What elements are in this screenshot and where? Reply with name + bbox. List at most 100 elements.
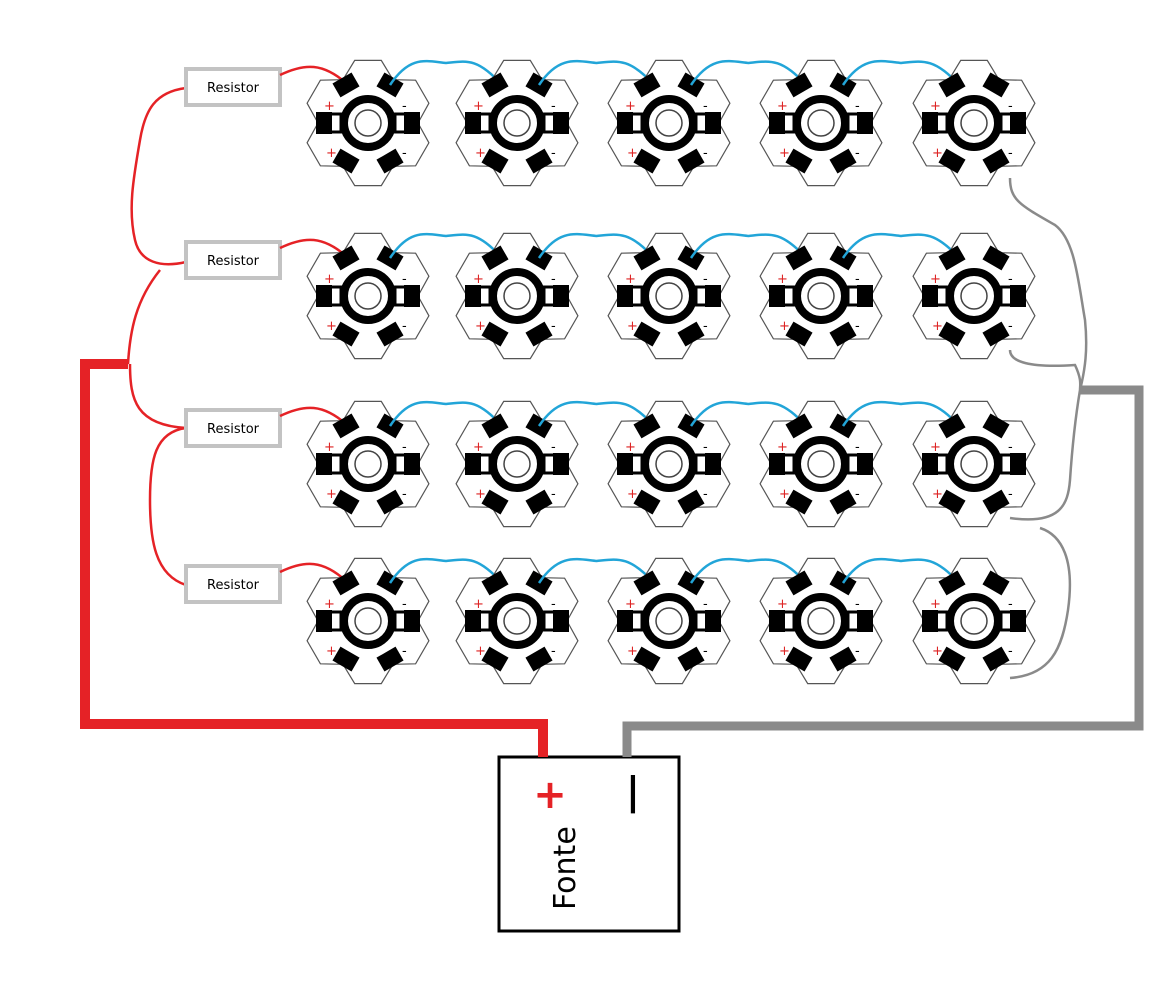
svg-text:+: +	[473, 99, 484, 114]
led-series-link	[388, 59, 503, 86]
resistor-label: Resistor	[207, 81, 260, 96]
resistor-lead-wire	[279, 65, 347, 84]
led-star-board: ++--	[306, 232, 430, 360]
led-star-board: ++--	[759, 59, 883, 187]
resistor-lead-wire	[279, 406, 347, 425]
led-star-board: ++--	[912, 557, 1036, 685]
svg-text:+: +	[777, 272, 788, 287]
positive-feeder-wire	[126, 86, 187, 587]
negative-return-wire	[1008, 177, 1088, 680]
led-star-board: + + - -	[607, 232, 731, 360]
svg-text:-: -	[703, 487, 708, 502]
svg-text:+: +	[625, 99, 636, 114]
svg-text:-: -	[703, 272, 708, 287]
supply-label: Fonte	[548, 826, 583, 910]
svg-text:+: +	[324, 597, 335, 612]
svg-text:-: -	[1008, 272, 1013, 287]
resistor-label: Resistor	[207, 422, 260, 437]
led-series-link	[689, 59, 807, 86]
svg-text:-: -	[1008, 99, 1013, 114]
led-star-board: + + - -	[306, 59, 430, 187]
svg-text:-: -	[855, 440, 860, 455]
svg-text:-: -	[855, 597, 860, 612]
svg-text:+: +	[326, 146, 337, 161]
resistor: Resistor	[184, 65, 347, 107]
led-star-board: ++--	[607, 400, 731, 528]
svg-text:-: -	[1008, 440, 1013, 455]
led-series-link	[388, 232, 503, 259]
led-star-board: ++--	[455, 557, 579, 685]
resistor: Resistor	[184, 562, 347, 604]
power-supply: Fonte + |	[497, 755, 681, 933]
led-series-link	[689, 400, 807, 427]
negative-main-wire	[622, 385, 1144, 757]
svg-text:+: +	[324, 99, 335, 114]
svg-text:+: +	[779, 487, 790, 502]
svg-text:-: -	[1008, 146, 1013, 161]
svg-text:+: +	[475, 644, 486, 659]
led-series-link	[537, 400, 655, 427]
svg-text:-: -	[551, 440, 556, 455]
svg-text:+: +	[627, 146, 638, 161]
svg-text:+: +	[625, 440, 636, 455]
supply-negative-symbol: |	[626, 769, 640, 814]
positive-main-wire	[80, 359, 548, 757]
supply-positive-symbol: +	[533, 772, 567, 818]
svg-text:-: -	[703, 319, 708, 334]
svg-text:-: -	[551, 272, 556, 287]
svg-text:+: +	[627, 319, 638, 334]
svg-text:-: -	[855, 644, 860, 659]
led-series-link	[841, 59, 960, 86]
svg-text:-: -	[703, 644, 708, 659]
svg-text:+: +	[473, 597, 484, 612]
resistor: Resistor	[184, 238, 347, 280]
svg-text:-: -	[855, 319, 860, 334]
svg-text:-: -	[402, 99, 407, 114]
led-star-board: ++--	[306, 400, 430, 528]
svg-text:-: -	[703, 597, 708, 612]
svg-text:+: +	[777, 99, 788, 114]
led-series-link	[841, 557, 960, 584]
svg-text:-: -	[1008, 644, 1013, 659]
svg-text:-: -	[402, 272, 407, 287]
svg-text:+: +	[932, 319, 943, 334]
led-series-link	[689, 232, 807, 259]
svg-text:-: -	[402, 440, 407, 455]
svg-text:-: -	[402, 146, 407, 161]
svg-text:-: -	[402, 644, 407, 659]
led-series-link	[841, 232, 960, 259]
resistor-lead-wire	[279, 562, 347, 582]
svg-text:+: +	[932, 487, 943, 502]
resistor: Resistor	[184, 406, 347, 448]
led-star-board: + + - -	[306, 557, 430, 685]
led-star-board: ++--	[759, 232, 883, 360]
svg-text:+: +	[777, 440, 788, 455]
led-series-link	[537, 557, 655, 584]
svg-text:-: -	[402, 597, 407, 612]
svg-text:-: -	[703, 440, 708, 455]
svg-text:+: +	[625, 272, 636, 287]
svg-text:-: -	[855, 99, 860, 114]
led-array: + + - - + + - - + + - - + + - - + + - - + + - - + + - - + + - - + + - - + + - -…	[306, 59, 1036, 685]
led-series-link	[537, 59, 655, 86]
led-star-board: ++--	[759, 557, 883, 685]
svg-text:-: -	[551, 146, 556, 161]
svg-text:+: +	[475, 487, 486, 502]
svg-text:-: -	[1008, 597, 1013, 612]
svg-text:+: +	[930, 597, 941, 612]
svg-text:+: +	[326, 644, 337, 659]
led-series-link	[537, 232, 655, 259]
svg-text:+: +	[475, 319, 486, 334]
svg-text:-: -	[1008, 487, 1013, 502]
resistor-label: Resistor	[207, 254, 260, 269]
svg-text:+: +	[326, 487, 337, 502]
led-series-link	[689, 557, 807, 584]
svg-text:-: -	[551, 99, 556, 114]
svg-text:+: +	[625, 597, 636, 612]
svg-text:-: -	[1008, 319, 1013, 334]
led-series-link	[388, 400, 503, 427]
svg-text:+: +	[777, 597, 788, 612]
led-series-link	[841, 400, 960, 427]
